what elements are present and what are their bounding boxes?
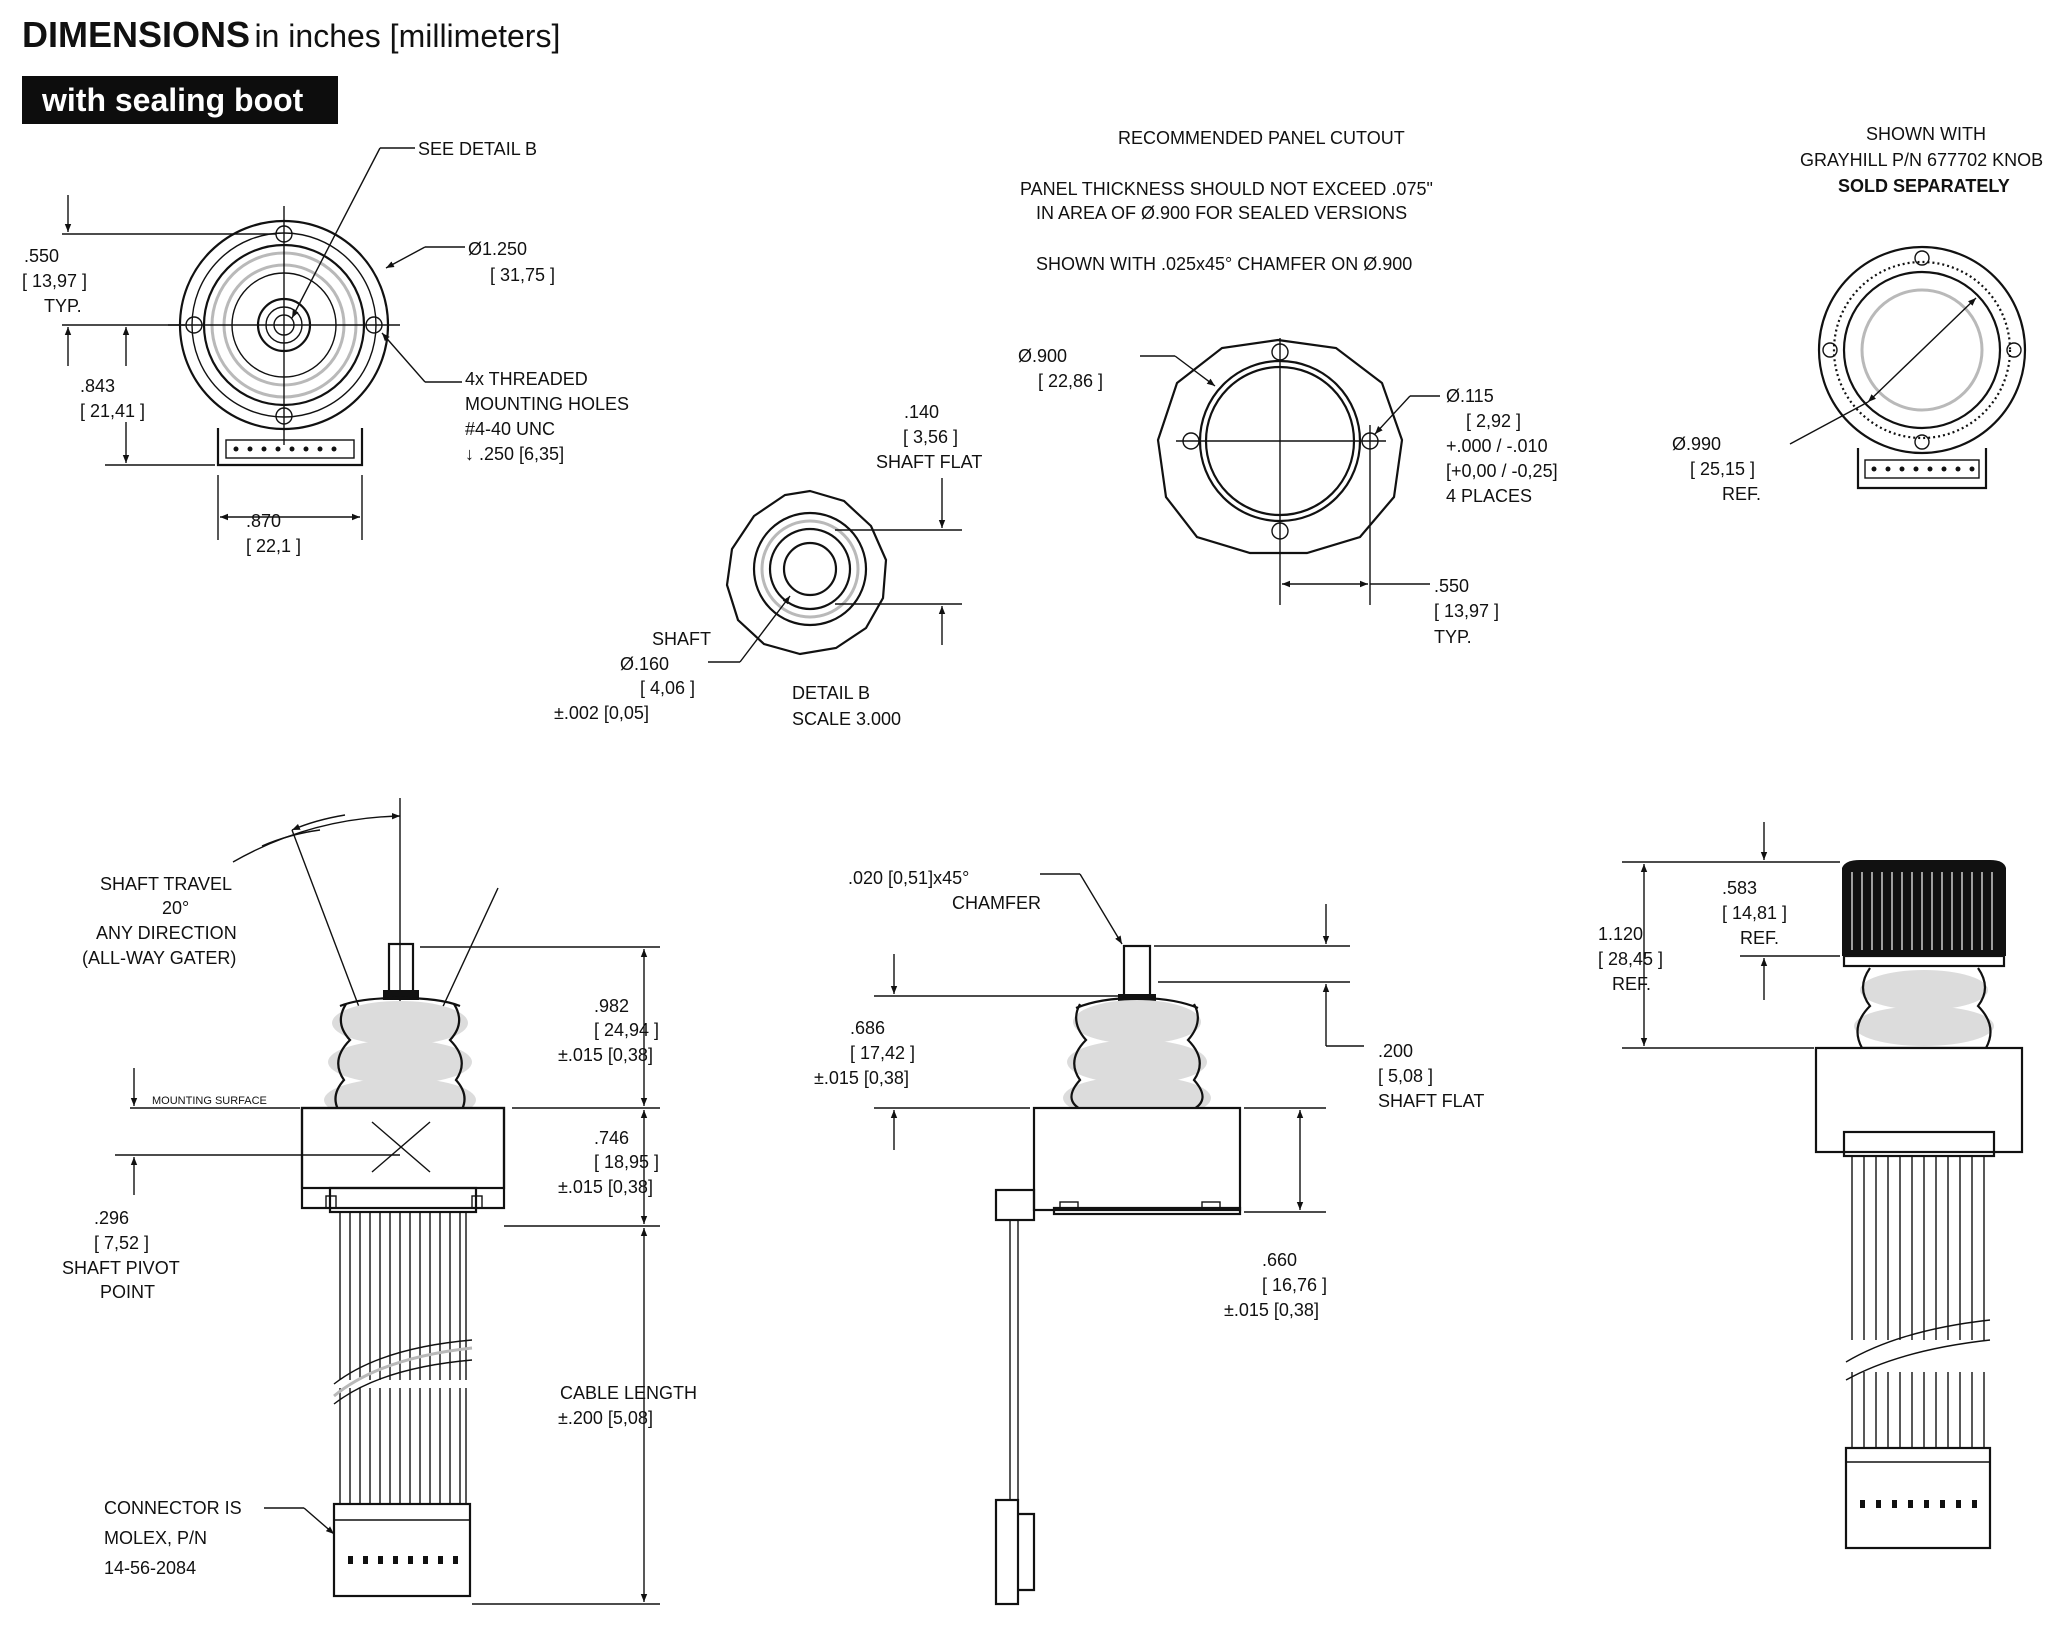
travel-line-4: (ALL-WAY GATER)	[82, 948, 236, 968]
knob-note-1: SHOWN WITH	[1866, 124, 1986, 144]
shaft-label: SHAFT	[652, 629, 711, 649]
knob-top-view: SHOWN WITH GRAYHILL P/N 677702 KNOB SOLD…	[1672, 124, 2043, 504]
front-w-in: .870	[246, 511, 281, 531]
h2-tol: ±.015 [0,38]	[558, 1177, 653, 1197]
side-view: SHAFT TRAVEL 20° ANY DIRECTION (ALL-WAY …	[62, 798, 697, 1605]
see-detail-label: SEE DETAIL B	[418, 139, 537, 159]
variant-tag: with sealing boot	[22, 76, 338, 124]
h1-tol: ±.015 [0,38]	[558, 1045, 653, 1065]
sv2-h-tol: ±.015 [0,38]	[814, 1068, 909, 1088]
front-typ-mm: [ 13,97 ]	[22, 271, 87, 291]
detail-b: .140 [ 3,56 ] SHAFT FLAT SHAFT Ø.160 [ 4…	[554, 402, 982, 729]
knob-note-2: GRAYHILL P/N 677702 KNOB	[1800, 150, 2043, 170]
cutout-title: RECOMMENDED PANEL CUTOUT	[1118, 128, 1405, 148]
hole-tol-mm: [+0,00 / -0,25]	[1446, 461, 1558, 481]
h2-in: .746	[594, 1128, 629, 1148]
sv2-body-mm: [ 16,76 ]	[1262, 1275, 1327, 1295]
sv2-body-in: .660	[1262, 1250, 1297, 1270]
side-view-2: .020 [0,51]x45° CHAMFER .686 [ 17,42 ] ±…	[814, 868, 1484, 1606]
knob-dia-ref: REF.	[1722, 484, 1761, 504]
holes-line-3: #4-40 UNC	[465, 419, 555, 439]
travel-line-1: SHAFT TRAVEL	[100, 874, 232, 894]
title-units: in inches [millimeters]	[254, 18, 561, 54]
sv2-h-in: .686	[850, 1018, 885, 1038]
knob-total-mm: [ 28,45 ]	[1598, 949, 1663, 969]
connector-line-2: MOLEX, P/N	[104, 1528, 207, 1548]
travel-line-3: ANY DIRECTION	[96, 923, 237, 943]
knob-side-view: 1.120 [ 28,45 ] REF. .583 [ 14,81 ] REF.	[1598, 822, 2024, 1550]
cutout-note-3: SHOWN WITH .025x45° CHAMFER ON Ø.900	[1036, 254, 1412, 274]
hole-in: Ø.115	[1446, 386, 1494, 406]
hole-tol-in: +.000 / -.010	[1446, 436, 1548, 456]
spacing-in: .550	[1434, 576, 1469, 596]
holes-line-2: MOUNTING HOLES	[465, 394, 629, 414]
knob-note-3: SOLD SEPARATELY	[1838, 176, 2010, 196]
flat-mm: [ 3,56 ]	[903, 427, 958, 447]
panel-cutout: RECOMMENDED PANEL CUTOUT PANEL THICKNESS…	[1018, 128, 1558, 647]
connector-line-3: 14-56-2084	[104, 1558, 196, 1578]
h2-mm: [ 18,95 ]	[594, 1152, 659, 1172]
travel-line-2: 20°	[162, 898, 189, 918]
flat-label: SHAFT FLAT	[876, 452, 982, 472]
holes-line-1: 4x THREADED	[465, 369, 588, 389]
pivot-line-2: POINT	[100, 1282, 155, 1302]
front-w-mm: [ 22,1 ]	[246, 536, 301, 556]
knob-dia-mm: [ 25,15 ]	[1690, 459, 1755, 479]
flat-in: .140	[904, 402, 939, 422]
cutout-note-2: IN AREA OF Ø.900 FOR SEALED VERSIONS	[1036, 203, 1407, 223]
knob-total-ref: REF.	[1612, 974, 1651, 994]
front-view: SEE DETAIL B Ø1.250 [ 31,75 ] .550 [ 13,…	[22, 139, 629, 556]
spacing-mm: [ 13,97 ]	[1434, 601, 1499, 621]
knob-h-ref: REF.	[1740, 928, 1779, 948]
sv2-flat-mm: [ 5,08 ]	[1378, 1066, 1433, 1086]
front-typ-in: .550	[24, 246, 59, 266]
cable-line-2: ±.200 [5,08]	[558, 1408, 653, 1428]
connector-line-1: CONNECTOR IS	[104, 1498, 242, 1518]
hole-places: 4 PLACES	[1446, 486, 1532, 506]
cutout-note-1: PANEL THICKNESS SHOULD NOT EXCEED .075"	[1020, 179, 1433, 199]
shaft-mm: [ 4,06 ]	[640, 678, 695, 698]
mounting-surface-label: MOUNTING SURFACE	[152, 1095, 267, 1107]
front-typ-label: TYP.	[44, 296, 82, 316]
sv2-flat-in: .200	[1378, 1041, 1413, 1061]
page-title: DIMENSIONS in inches [millimeters]	[22, 14, 560, 56]
knob-h-mm: [ 14,81 ]	[1722, 903, 1787, 923]
spacing-label: TYP.	[1434, 627, 1472, 647]
shaft-in: Ø.160	[620, 654, 669, 674]
chamfer-line-2: CHAMFER	[952, 893, 1041, 913]
detail-b-scale: SCALE 3.000	[792, 709, 901, 729]
sv2-body-tol: ±.015 [0,38]	[1224, 1300, 1319, 1320]
pivot-in: .296	[94, 1208, 129, 1228]
cutout-dia-in: Ø.900	[1018, 346, 1067, 366]
cable-line-1: CABLE LENGTH	[560, 1383, 697, 1403]
front-h-in: .843	[80, 376, 115, 396]
knob-h-in: .583	[1722, 878, 1757, 898]
front-dia-mm: [ 31,75 ]	[490, 265, 555, 285]
h1-mm: [ 24,94 ]	[594, 1020, 659, 1040]
pivot-mm: [ 7,52 ]	[94, 1233, 149, 1253]
chamfer-line-1: .020 [0,51]x45°	[848, 868, 969, 888]
knob-total-in: 1.120	[1598, 924, 1643, 944]
detail-b-title: DETAIL B	[792, 683, 870, 703]
front-h-mm: [ 21,41 ]	[80, 401, 145, 421]
front-dia-in: Ø1.250	[468, 239, 527, 259]
sv2-h-mm: [ 17,42 ]	[850, 1043, 915, 1063]
title-main: DIMENSIONS	[22, 14, 251, 55]
sv2-flat-label: SHAFT FLAT	[1378, 1091, 1484, 1111]
shaft-tol: ±.002 [0,05]	[554, 703, 649, 723]
hole-mm: [ 2,92 ]	[1466, 411, 1521, 431]
knob-dia-in: Ø.990	[1672, 434, 1721, 454]
cutout-dia-mm: [ 22,86 ]	[1038, 371, 1103, 391]
pivot-line-1: SHAFT PIVOT	[62, 1258, 180, 1278]
holes-line-4: ↓ .250 [6,35]	[465, 444, 564, 464]
h1-in: .982	[594, 996, 629, 1016]
